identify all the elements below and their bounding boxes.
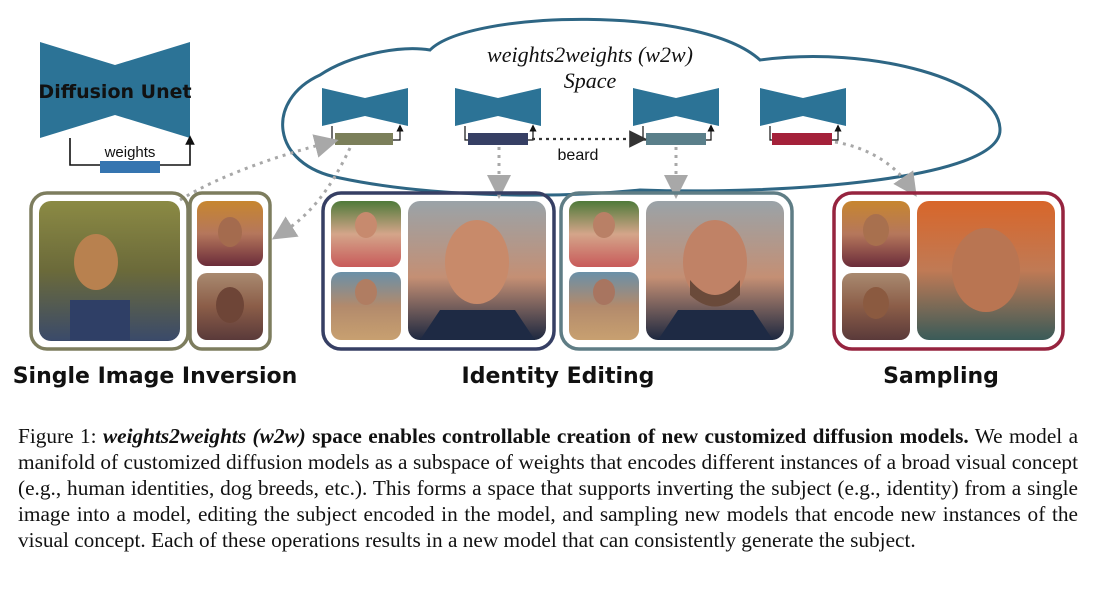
unet-mini-icon [760, 88, 846, 126]
caption-title-paren: (w2w) [252, 424, 306, 448]
panel-single-image-inversion: Single Image Inversion [13, 191, 298, 389]
mini-unet-4 [760, 88, 846, 145]
weights-bar [100, 161, 160, 173]
dotted-arrow-icon [179, 134, 339, 202]
frame-edited-identity [559, 191, 794, 351]
frame-inversion-input [29, 191, 190, 351]
unet-mini-icon [322, 88, 408, 126]
frame-inversion-output [188, 191, 272, 351]
diffusion-unet: Diffusion Unet weights [38, 42, 195, 173]
unet-mini-icon [633, 88, 719, 126]
caption-title-italic: weights2weights [102, 424, 247, 448]
weight-vector-inversion [335, 133, 393, 145]
panel-sampling: Sampling [832, 191, 1065, 389]
mini-unet-1 [322, 88, 408, 145]
section-label-sampling: Sampling [883, 364, 999, 389]
generated-image [569, 272, 639, 340]
caption-title-rest: space enables controllable creation of n… [312, 424, 969, 448]
figure-number: Figure 1: [18, 424, 97, 448]
weights-label: weights [104, 144, 156, 161]
frame-original-identity [321, 191, 556, 351]
hourglass-unet-icon [40, 42, 190, 138]
dotted-arrow-icon [834, 140, 917, 197]
section-label-editing: Identity Editing [462, 364, 655, 389]
beard-edit-label: beard [558, 147, 599, 164]
figure-canvas: Diffusion Unet weights weights2weights (… [13, 17, 1065, 389]
section-label-inversion: Single Image Inversion [13, 364, 298, 389]
weight-vector-original [468, 133, 528, 145]
space-title-line2: Space [564, 68, 617, 93]
weight-vector-edited [646, 133, 706, 145]
figure-caption: Figure 1: weights2weights (w2w) space en… [18, 423, 1078, 553]
frame-sampled-identity [832, 191, 1065, 351]
space-title-line1: weights2weights (w2w) [487, 42, 693, 67]
caption-body: We model a manifold of customized diffus… [18, 424, 1079, 552]
panel-identity-editing: Identity Editing [321, 191, 794, 389]
mini-unet-2 [455, 88, 541, 145]
unet-mini-icon [455, 88, 541, 126]
generated-image [331, 272, 401, 340]
weight-vector-sampled [772, 133, 832, 145]
unet-label: Diffusion Unet [38, 81, 191, 103]
